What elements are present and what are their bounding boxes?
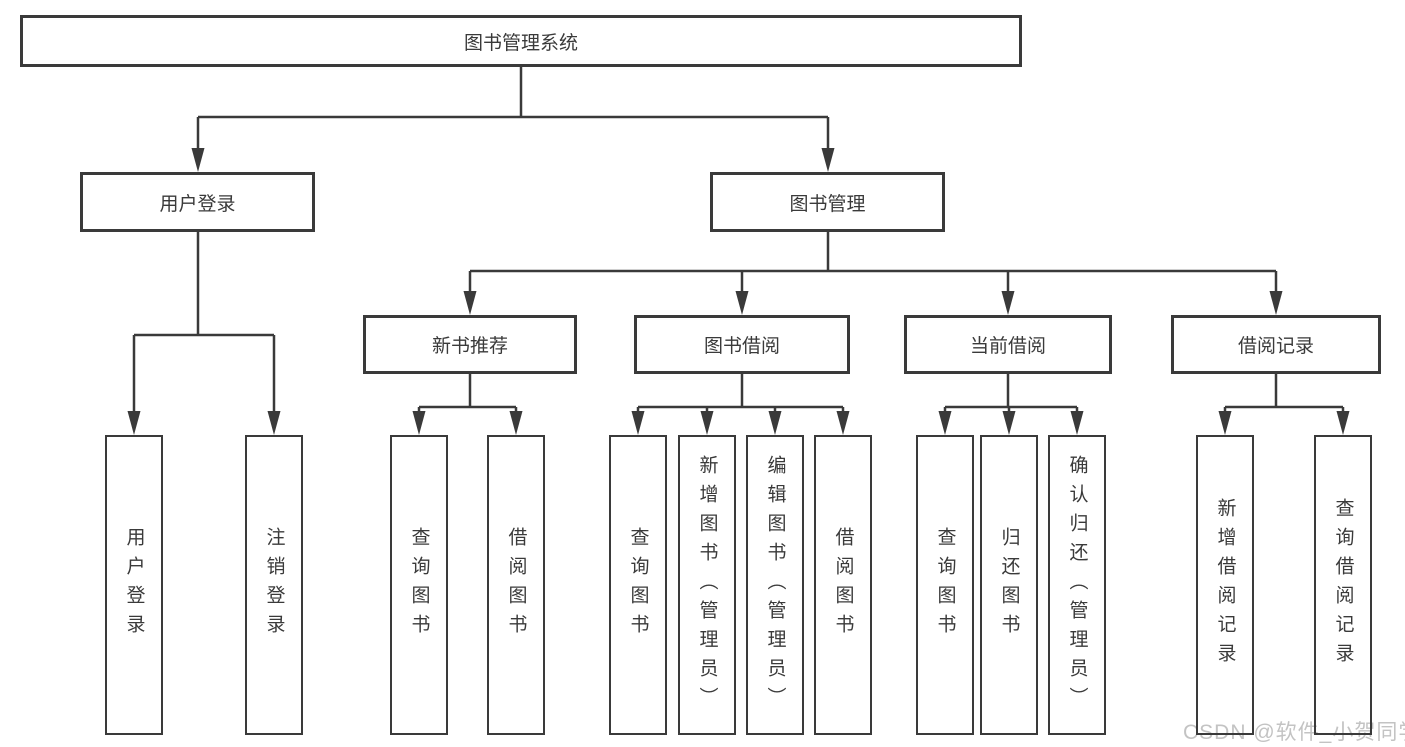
leaf-add-borrow-record-label: 新增借阅记录 [1214, 498, 1236, 672]
node-book-borrow-label: 图书借阅 [703, 336, 780, 357]
node-current-borrow-label: 当前借阅 [969, 336, 1046, 357]
leaf-add-books-admin: 新增图书（管理员） [678, 435, 736, 735]
leaf-borrow-books-2: 借阅图书 [814, 435, 872, 735]
node-book-management: 图书管理 [710, 172, 945, 232]
leaf-logout: 注销登录 [245, 435, 303, 735]
leaf-query-books-2-label: 查询图书 [627, 527, 649, 643]
leaf-user-login: 用户登录 [105, 435, 163, 735]
leaf-query-books-1-label: 查询图书 [408, 527, 430, 643]
node-user-login: 用户登录 [80, 172, 315, 232]
leaf-borrow-books-1: 借阅图书 [487, 435, 545, 735]
leaf-confirm-return-admin: 确认归还（管理员） [1048, 435, 1106, 735]
leaf-edit-books-admin-label: 编辑图书（管理员） [764, 454, 786, 716]
node-root-label: 图书管理系统 [463, 32, 578, 54]
node-book-borrow: 图书借阅 [634, 315, 850, 374]
leaf-query-books-3: 查询图书 [916, 435, 974, 735]
node-current-borrow: 当前借阅 [904, 315, 1112, 374]
node-borrow-record: 借阅记录 [1171, 315, 1381, 374]
leaf-return-books: 归还图书 [980, 435, 1038, 735]
leaf-query-books-2: 查询图书 [609, 435, 667, 735]
leaf-logout-label: 注销登录 [263, 527, 285, 643]
leaf-add-books-admin-label: 新增图书（管理员） [696, 454, 718, 716]
leaf-edit-books-admin: 编辑图书（管理员） [746, 435, 804, 735]
leaf-add-borrow-record: 新增借阅记录 [1196, 435, 1254, 735]
leaf-user-login-label: 用户登录 [123, 527, 145, 643]
leaf-query-borrow-record-label: 查询借阅记录 [1332, 498, 1354, 672]
node-root-library-system: 图书管理系统 [20, 15, 1022, 67]
leaf-return-books-label: 归还图书 [998, 527, 1020, 643]
leaf-borrow-books-1-label: 借阅图书 [505, 527, 527, 643]
node-borrow-record-label: 借阅记录 [1237, 336, 1314, 357]
leaf-query-borrow-record: 查询借阅记录 [1314, 435, 1372, 735]
node-new-book-recommend-label: 新书推荐 [431, 336, 508, 357]
leaf-query-books-3-label: 查询图书 [934, 527, 956, 643]
node-user-login-label: 用户登录 [159, 193, 236, 215]
leaf-borrow-books-2-label: 借阅图书 [832, 527, 854, 643]
leaf-confirm-return-admin-label: 确认归还（管理员） [1066, 454, 1088, 716]
leaf-query-books-1: 查询图书 [390, 435, 448, 735]
csdn-watermark: CSDN @软件_小贺同学 [1183, 721, 1405, 744]
node-new-book-recommend: 新书推荐 [363, 315, 577, 374]
node-book-management-label: 图书管理 [789, 193, 866, 215]
